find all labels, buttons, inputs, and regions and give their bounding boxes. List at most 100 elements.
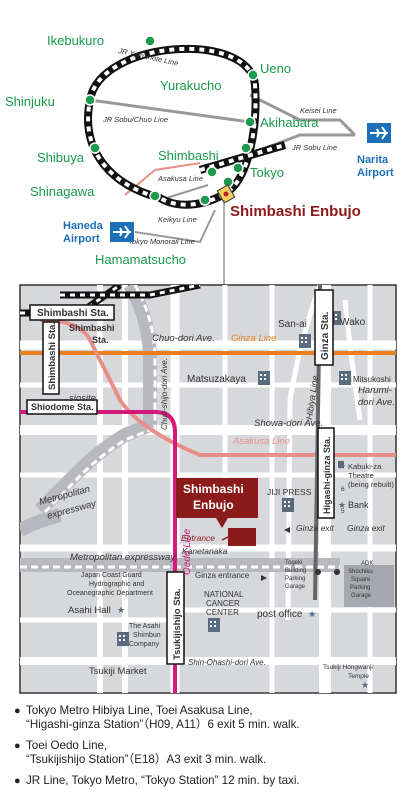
- label-narita-1: Narita: [357, 154, 389, 166]
- star-icon-asahi-hall: ★: [117, 606, 125, 616]
- label-keikyu-line: Keikyu Line: [158, 215, 197, 224]
- label-kabukiza-3: (being rebuilt): [348, 480, 394, 489]
- access-item: ● JR Line, Tokyo Metro, “Tokyo Station” …: [14, 774, 409, 788]
- station-box-higashi-ginza: Higashi-ginza Sta.: [317, 427, 335, 519]
- label-exit-5: 5: [341, 508, 345, 515]
- access-line-1: Tokyo Metro Hibiya Line, Toei Asakusa Li…: [26, 704, 253, 717]
- label-adk-3: Square: [351, 577, 371, 583]
- label-adk-2: Shochiku: [348, 569, 373, 575]
- label-san-ai: San-ai: [278, 319, 307, 330]
- detail-map: Shimbashi Sta. Ginza Sta. Shimbashi Sta.…: [19, 284, 397, 694]
- label-mitsukoshi: Mitsukoshi: [353, 375, 391, 384]
- label-ginza-line: Ginza Line: [231, 333, 276, 344]
- station-box-shimbashi-vertical: Shimbashi Sta.: [42, 321, 60, 395]
- station-dot-shibuya: [89, 142, 101, 154]
- label-expressway-lower: Metropolitan expressway: [70, 552, 176, 563]
- star-icon-hongwanji: ★: [361, 681, 369, 691]
- label-kabukiza-1: Kabuki-za: [348, 462, 382, 471]
- label-cancer-center-2: CANCER: [206, 599, 240, 608]
- star-icon-post-office: ★: [308, 610, 316, 620]
- label-venue-2: Enbujo: [193, 498, 234, 512]
- overview-map: Ikebukuro Ueno Yurakucho Shinjuku Akihab…: [5, 33, 394, 285]
- label-sobu-chuo-line: JR Sobu/Chuo Line: [102, 115, 168, 124]
- label-ueno: Ueno: [260, 61, 291, 76]
- label-ginza-entrance: Ginza entrance: [195, 571, 250, 580]
- label-tokyo: Tokyo: [250, 165, 284, 180]
- station-dot-ikebukuro: [144, 35, 156, 47]
- label-ginza-exit-1: Ginza exit: [296, 523, 334, 533]
- label-post-office: post office: [257, 609, 303, 620]
- label-monorail-line: Tokyo Monorail Line: [128, 237, 195, 246]
- label-asahi-1: The Asahi: [129, 623, 161, 630]
- label-entrance: Entrance: [181, 533, 215, 543]
- label-siosite: siosite: [69, 393, 96, 404]
- label-asakusa-line: Asakusa Line: [232, 436, 290, 447]
- label-shinagawa: Shinagawa: [30, 184, 95, 199]
- arrow-icon-ginza-entrance: [261, 575, 267, 581]
- svg-text:Ginza Sta.: Ginza Sta.: [320, 311, 331, 360]
- venue-label-box: [176, 478, 258, 518]
- star-icon-bank: ★: [338, 501, 346, 511]
- expressway-diagonal: [35, 418, 153, 515]
- access-directions: ● Tokyo Metro Hibiya Line, Toei Asakusa …: [14, 704, 409, 795]
- label-chuo-dori: Chuo-dori Ave.: [152, 333, 215, 344]
- station-dot-akihabara: [244, 116, 256, 128]
- label-yurakucho: Yurakucho: [160, 78, 221, 93]
- star-icon-kabukiza: ★: [338, 462, 346, 472]
- label-cancer-center-1: NATIONAL: [204, 590, 244, 599]
- access-line-1: JR Line, Tokyo Metro, “Tokyo Station” 12…: [26, 774, 300, 787]
- label-harumi-1: Harumi-: [358, 385, 392, 396]
- label-togeki-4: Garage: [285, 584, 306, 590]
- svg-text:Shiodome Sta.: Shiodome Sta.: [31, 402, 94, 412]
- bullet-icon: ●: [14, 775, 21, 787]
- svg-text:Tsukijishijo Sta.: Tsukijishijo Sta.: [172, 588, 183, 660]
- label-asahi-2: Shimbun: [133, 632, 161, 639]
- label-shimbashi-sta-1: Shimbashi: [69, 323, 115, 333]
- svg-text:Shimbashi Sta.: Shimbashi Sta.: [47, 322, 58, 390]
- access-line-1: Toei Oedo Line,: [26, 739, 108, 752]
- station-box-tsukijishijo: Tsukijishijo Sta.: [166, 571, 185, 665]
- label-venue-1: Shimbashi: [183, 482, 244, 496]
- label-coast-guard-3: Oceanographic Department: [67, 590, 153, 597]
- label-haneda-1: Haneda: [63, 220, 104, 232]
- label-harumi-2: dori Ave.: [358, 397, 395, 408]
- access-line-2: “Tsukijishijo Station”（E18）A3 exit 3 min…: [26, 753, 267, 766]
- label-oedo-line: Oedo Line: [182, 528, 193, 575]
- label-kanetanaka: Kanetanaka: [182, 546, 228, 556]
- label-exit-6: 6: [341, 486, 345, 493]
- label-shimbashi: Shimbashi: [158, 148, 219, 163]
- label-showa-dori: Showa-dori Ave.: [254, 418, 323, 429]
- station-box-ginza: Ginza Sta.: [314, 289, 334, 366]
- label-togeki-3: Parking: [285, 576, 305, 582]
- label-togeki-2: Building: [285, 568, 306, 574]
- label-keisei-line: Keisei Line: [300, 106, 337, 115]
- label-tsukiji-market: Tsukiji Market: [89, 666, 147, 677]
- label-togeki-1: Togeki: [285, 560, 302, 566]
- label-wako: Wako: [340, 317, 366, 328]
- label-asakusa-line-overview: Asakusa Line: [157, 174, 203, 183]
- label-asahi-3: Company: [129, 641, 159, 648]
- label-shibuya: Shibuya: [37, 150, 85, 165]
- label-shimbashi-sta-2: Sta.: [92, 335, 109, 345]
- station-dot-hamamatsucho: [199, 194, 211, 206]
- arrow-icon-ginza-exit: [284, 527, 290, 533]
- access-item: ● Toei Oedo Line, “Tsukijishijo Station”…: [14, 739, 409, 767]
- overview-venue-label: Shimbashi Enbujo: [230, 203, 361, 220]
- station-dot-ueno: [247, 69, 259, 81]
- keisei-line: [249, 93, 357, 137]
- bullet-icon: ●: [14, 740, 21, 752]
- station-dot-shimbashi: [206, 166, 218, 178]
- station-dot-shinjuku: [84, 94, 96, 106]
- label-shin-ohashi: Shin-Ohashi-dori Ave.: [188, 658, 266, 667]
- access-item: ● Tokyo Metro Hibiya Line, Toei Asakusa …: [14, 704, 409, 732]
- station-box-shimbashi: Shimbashi Sta.: [29, 304, 115, 321]
- keikyu-line: [159, 184, 209, 201]
- label-sobu-line: JR Sobu Line: [291, 143, 337, 152]
- sobu-chuo-line: [89, 98, 251, 124]
- venue-building: [228, 528, 256, 546]
- label-hamamatsucho: Hamamatsucho: [95, 252, 186, 267]
- label-hongwanji-2: Temple: [348, 673, 369, 680]
- label-adk-5: Garage: [351, 593, 372, 599]
- label-narita-2: Airport: [357, 167, 394, 179]
- adk-parking-marker: [334, 569, 340, 575]
